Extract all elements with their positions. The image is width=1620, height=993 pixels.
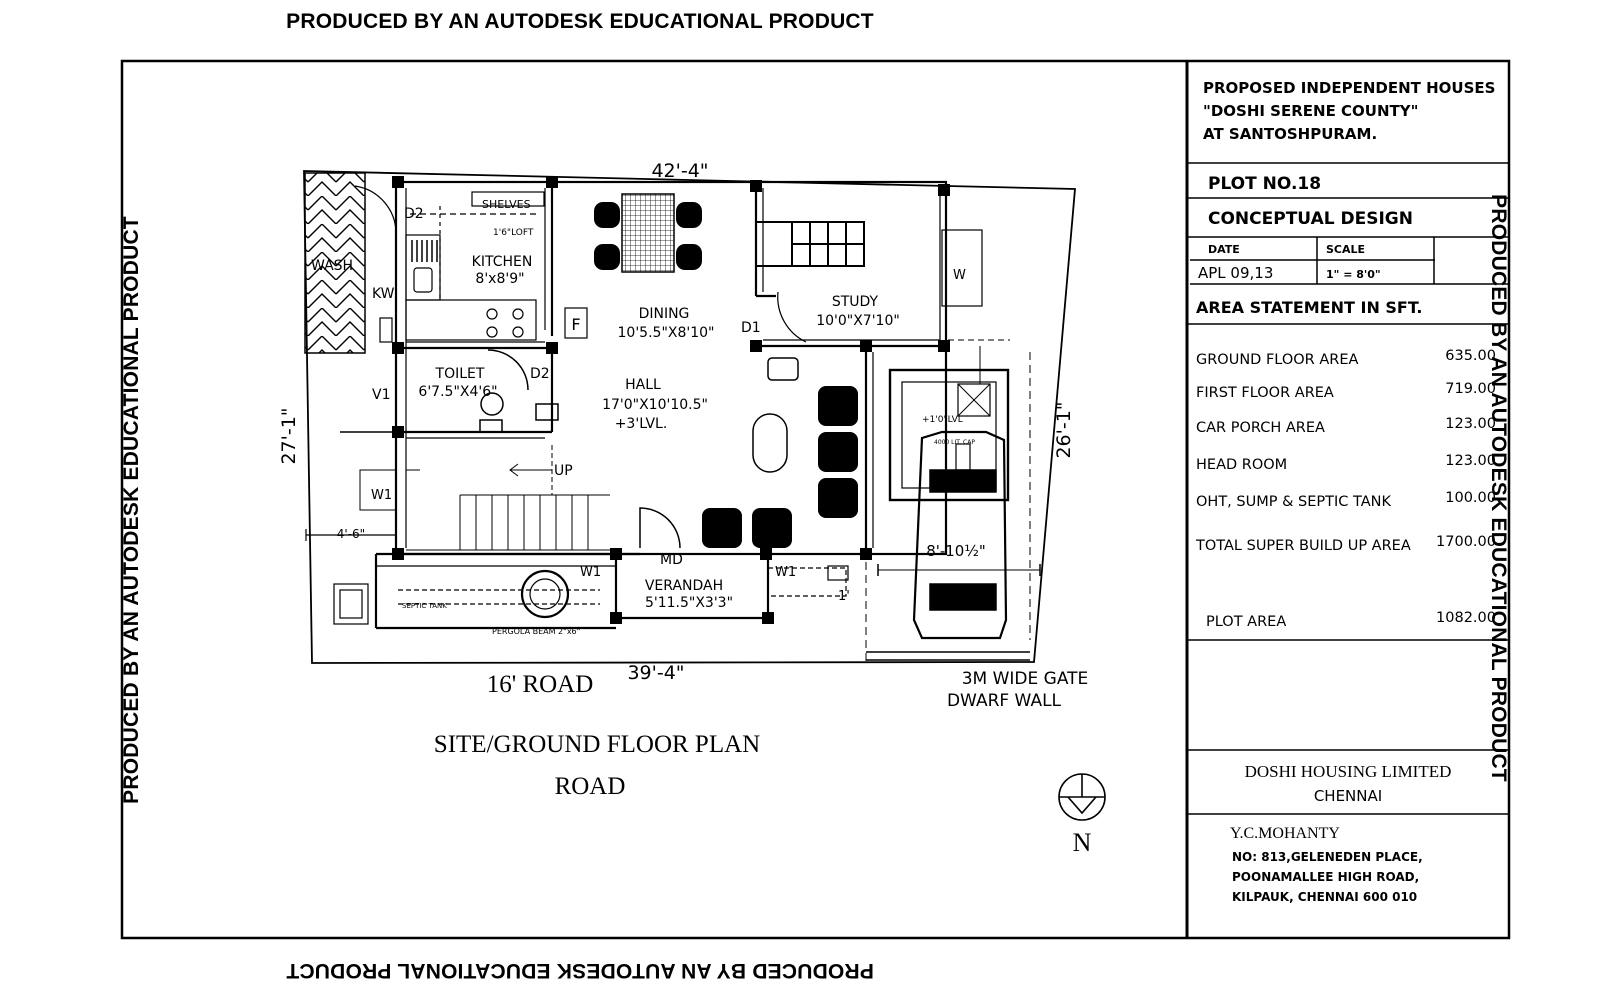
label-study-size: 10'0"X7'10" <box>816 313 900 329</box>
area-row-value: 635.00 <box>1445 348 1496 364</box>
area-heading: AREA STATEMENT IN SFT. <box>1196 298 1422 317</box>
label-hall: HALL <box>625 377 661 393</box>
label-d1: D1 <box>741 320 761 336</box>
label-dining: DINING <box>639 306 690 322</box>
label-up: UP <box>554 463 573 479</box>
north-arrow-icon <box>1058 773 1106 821</box>
dim-car: 8'-10½" <box>926 542 986 560</box>
area-row-value: 1082.00 <box>1436 610 1496 626</box>
label-fridge: F <box>571 315 580 334</box>
scale-label: SCALE <box>1326 243 1365 256</box>
label-verandah: VERANDAH <box>645 578 723 594</box>
plan-subtitle: ROAD <box>555 773 626 800</box>
car-porch <box>865 339 1041 662</box>
label-hall-level: +3'LVL. <box>615 416 668 432</box>
scale-value: 1" = 8'0" <box>1326 268 1381 281</box>
label-sump-level: +1'0"LVL <box>922 415 963 425</box>
label-septic: SEPTIC TANK <box>402 602 447 610</box>
project-line-2: "DOSHI SERENE COUNTY" <box>1203 102 1418 120</box>
project-line-3: AT SANTOSHPURAM. <box>1203 125 1377 143</box>
company-name: DOSHI HOUSING LIMITED <box>1245 762 1452 781</box>
date-label: DATE <box>1208 243 1240 256</box>
label-toilet: TOILET <box>435 366 485 382</box>
area-row-value: 123.00 <box>1445 453 1496 469</box>
wash-area-hatch <box>304 172 366 354</box>
design-stage: CONCEPTUAL DESIGN <box>1208 209 1413 229</box>
dim-bottom: 39'-4" <box>627 662 684 684</box>
area-row-value: 100.00 <box>1445 490 1496 506</box>
label-w1-front-b: W1 <box>775 565 796 580</box>
project-line-1: PROPOSED INDEPENDENT HOUSES <box>1203 79 1495 97</box>
label-loft: 1'6"LOFT <box>493 228 534 238</box>
label-kw: KW <box>372 286 395 302</box>
area-row-label: OHT, SUMP & SEPTIC TANK <box>1196 494 1391 510</box>
kitchen-fixtures <box>354 185 588 343</box>
label-v1: V1 <box>372 387 390 403</box>
dim-setback: 4'-6" <box>337 527 365 541</box>
area-row-label: FIRST FLOOR AREA <box>1196 385 1334 401</box>
area-row-label: HEAD ROOM <box>1196 457 1287 473</box>
north-label: N <box>1073 828 1092 857</box>
area-row-label: TOTAL SUPER BUILD UP AREA <box>1195 538 1411 554</box>
label-wash: WASH <box>311 258 353 274</box>
plot-number: PLOT NO.18 <box>1208 174 1321 194</box>
area-row-value: 719.00 <box>1445 381 1496 397</box>
label-kitchen-size: 8'x8'9" <box>475 271 524 287</box>
label-verandah-size: 5'11.5"X3'3" <box>645 595 733 611</box>
label-gate-2: DWARF WALL <box>947 691 1062 711</box>
label-road-front: 16' ROAD <box>487 671 594 698</box>
hall-sofa-set <box>702 386 858 548</box>
label-hall-size: 17'0"X10'10.5" <box>602 397 708 413</box>
sheet-frame <box>120 59 1511 940</box>
dim-right: 26'-1" <box>1053 401 1075 458</box>
label-study: STUDY <box>832 294 879 310</box>
area-row-label: CAR PORCH AREA <box>1196 420 1325 436</box>
label-w1-front-a: W1 <box>580 565 601 580</box>
toilet-fixtures <box>479 349 681 549</box>
title-block: PROPOSED INDEPENDENT HOUSES "DOSHI SEREN… <box>1187 79 1509 904</box>
company-city: CHENNAI <box>1314 787 1382 805</box>
label-window-study: W <box>953 268 966 283</box>
dim-small: 1' <box>838 589 850 604</box>
dim-top: 42'-4" <box>651 160 708 182</box>
architect-name: Y.C.MOHANTY <box>1230 825 1340 842</box>
label-shelves: SHELVES <box>482 198 531 211</box>
area-row-label: GROUND FLOOR AREA <box>1196 352 1359 368</box>
columns <box>392 176 950 624</box>
address-line-2: POONAMALLEE HIGH ROAD, <box>1232 870 1419 884</box>
study-desk <box>755 221 983 381</box>
plan-title: SITE/GROUND FLOOR PLAN <box>434 731 760 758</box>
area-row-label: PLOT AREA <box>1206 614 1286 630</box>
dining-table-set <box>594 193 702 273</box>
dim-left: 27'-1" <box>278 407 300 464</box>
label-pergola: PERGOLA BEAM 2"x6" <box>492 627 580 636</box>
label-main-door: MD <box>660 552 683 568</box>
label-gate-1: 3M WIDE GATE <box>962 669 1089 689</box>
label-w1-left: W1 <box>371 488 392 503</box>
dimension-lines <box>305 431 397 541</box>
label-d2-kitchen: D2 <box>404 206 424 222</box>
label-toilet-size: 6'7.5"X4'6" <box>418 384 497 400</box>
floor-plan: 42'-4" 39'-4" 27'-1" 26'-1" 4'-6" 8'-10½… <box>278 160 1106 857</box>
area-row-value: 1700.00 <box>1436 534 1496 550</box>
label-kitchen: KITCHEN <box>472 254 533 270</box>
staircase <box>359 445 610 551</box>
septic-pergola <box>333 565 849 625</box>
watermark-top: PRODUCED BY AN AUTODESK EDUCATIONAL PROD… <box>286 10 874 33</box>
date-value: APL 09,13 <box>1198 264 1273 282</box>
area-row-value: 123.00 <box>1445 416 1496 432</box>
label-sump-capacity: 4000 LIT. CAP <box>934 439 975 446</box>
label-d2-toilet: D2 <box>530 366 550 382</box>
label-dining-size: 10'5.5"X8'10" <box>618 325 715 341</box>
address-line-3: KILPAUK, CHENNAI 600 010 <box>1232 890 1417 904</box>
address-line-1: NO: 813,GELENEDEN PLACE, <box>1232 850 1423 864</box>
